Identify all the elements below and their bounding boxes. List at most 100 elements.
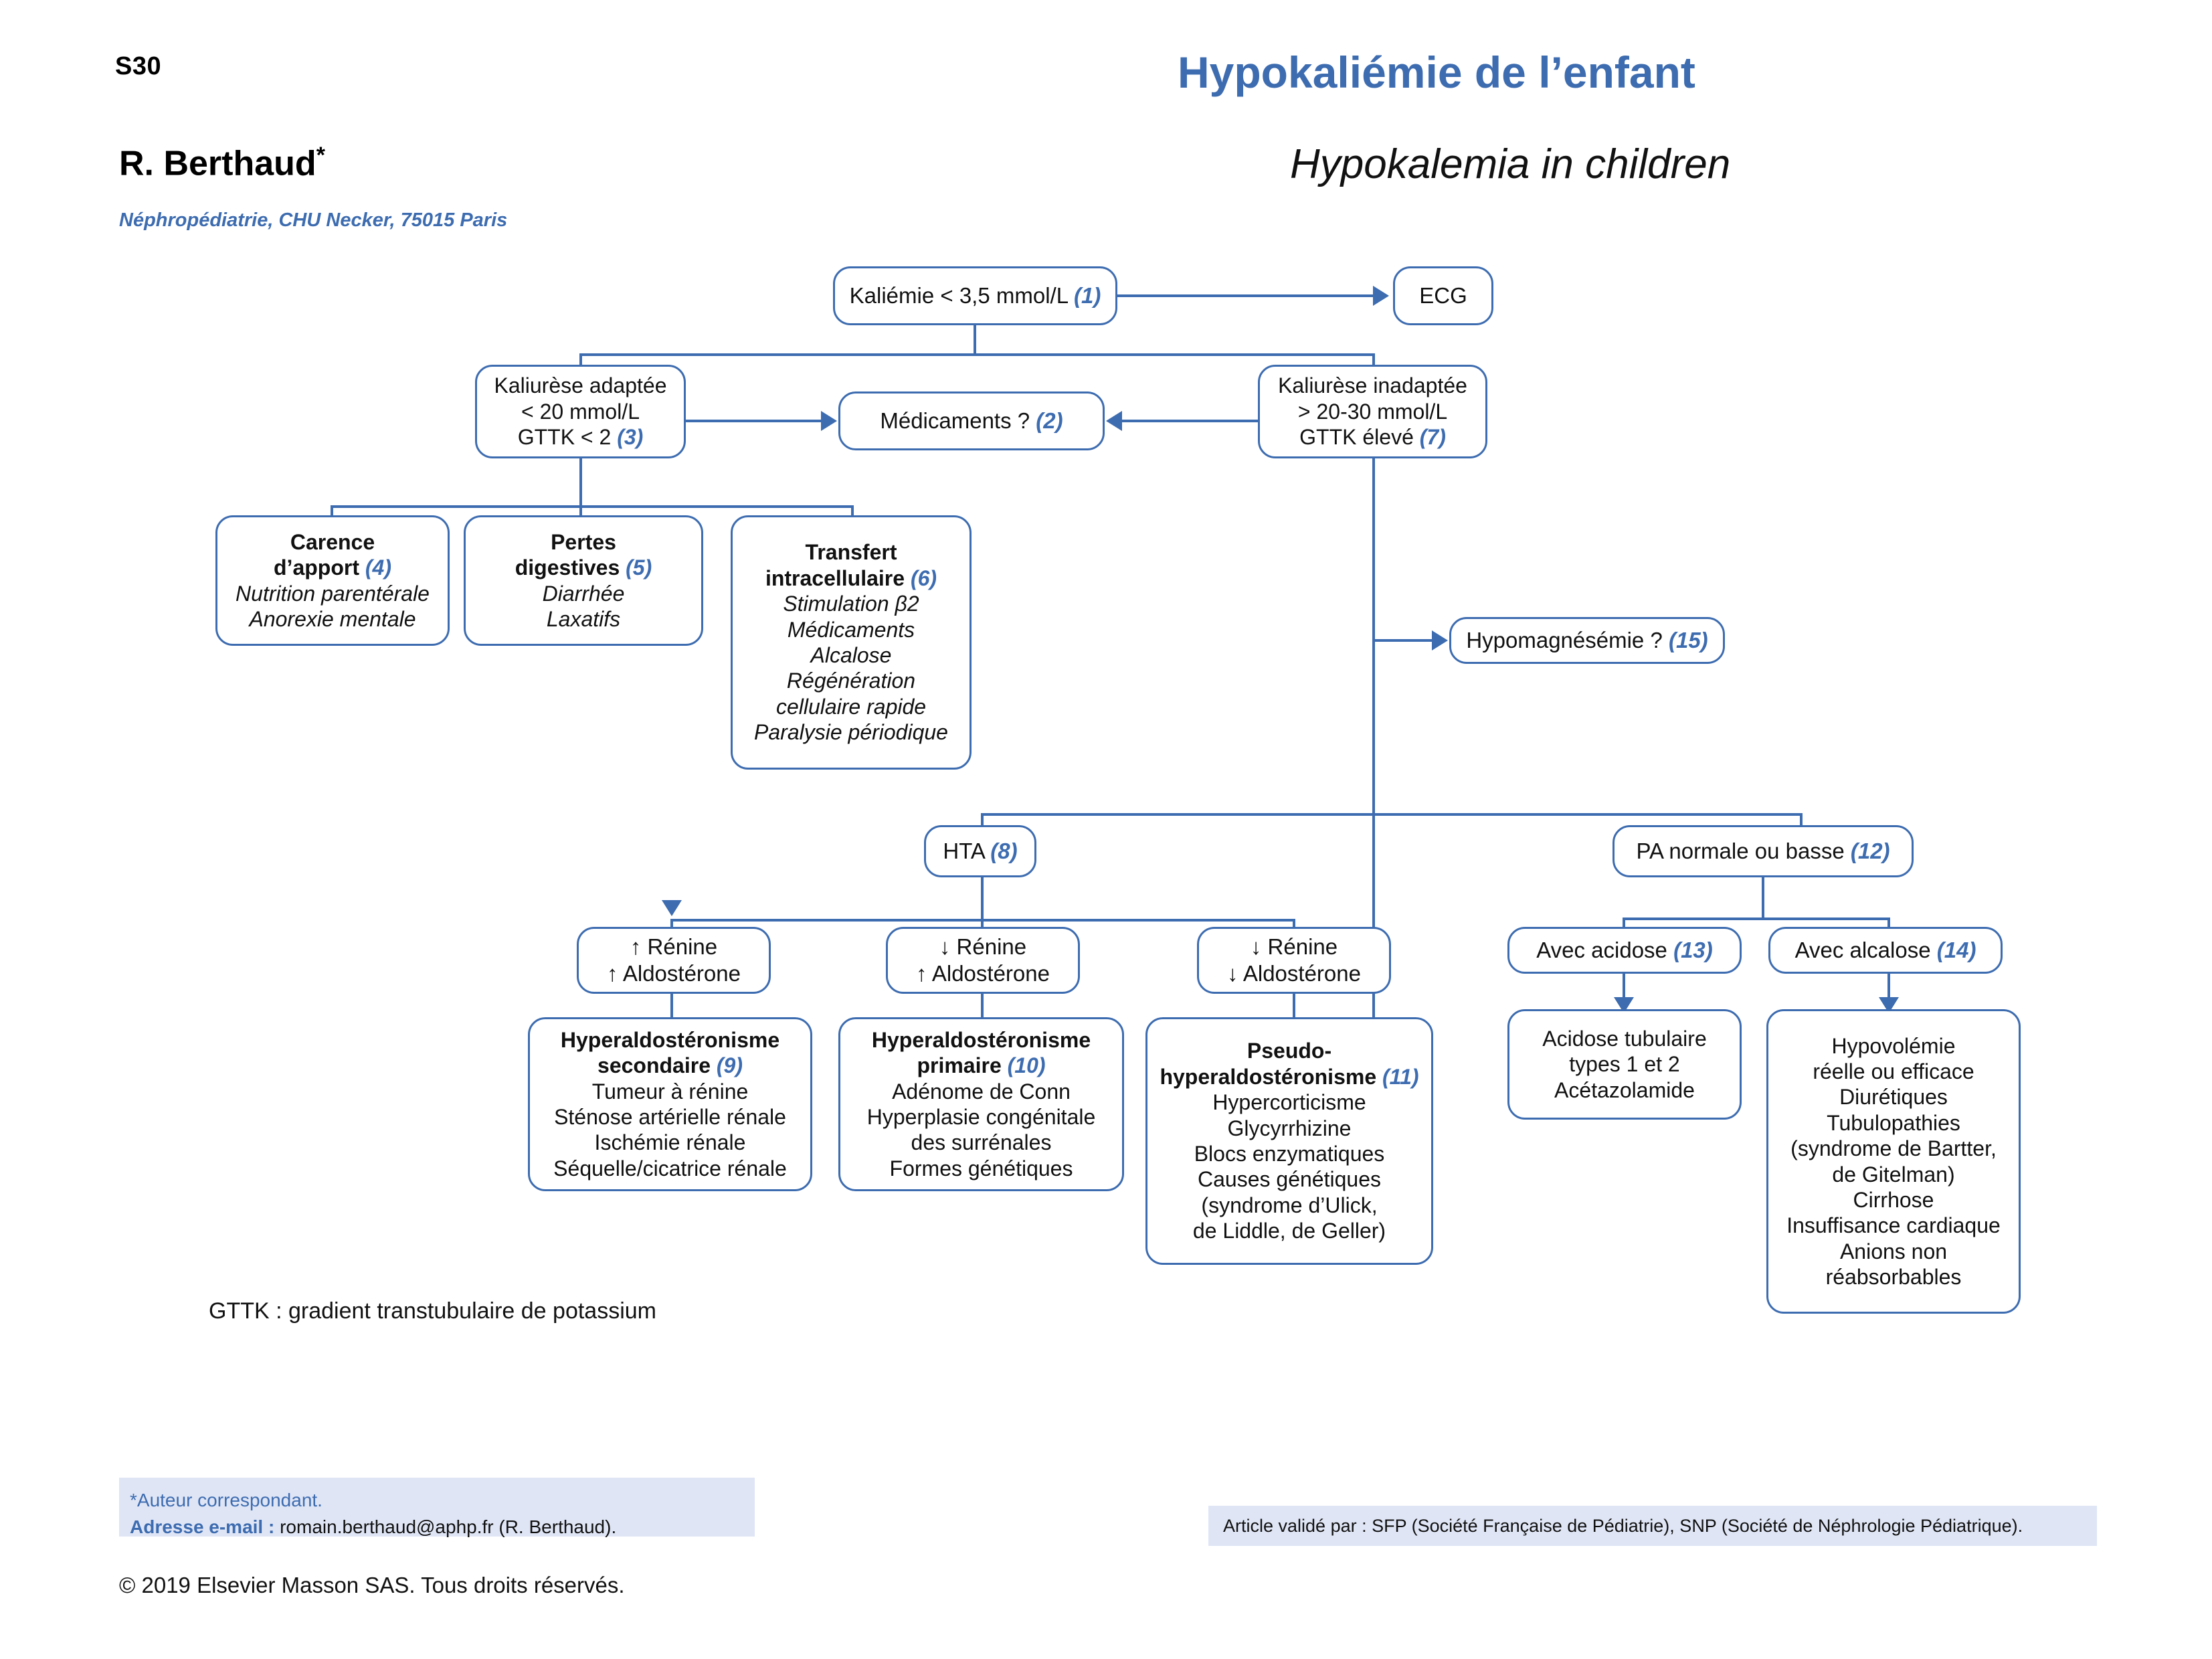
kaliurese-adaptee-line1: Kaliurèse adaptée [494, 373, 667, 398]
corresponding-author-box: *Auteur correspondant. Adresse e-mail : … [119, 1478, 755, 1537]
kaliurese-inadaptee-line1: Kaliurèse inadaptée [1278, 373, 1467, 398]
node-acidose-details[interactable]: Acidose tubulaire types 1 et 2 Acétazola… [1507, 1009, 1742, 1120]
author-name: R. Berthaud* [119, 143, 325, 183]
alcalose-item-9: réabsorbables [1825, 1265, 1962, 1290]
ref-13: (13) [1673, 938, 1713, 963]
page-number: S30 [115, 52, 162, 80]
node-kaliurese-inadaptee[interactable]: Kaliurèse inadaptée > 20-30 mmol/L GTTK … [1258, 365, 1487, 458]
email-value[interactable]: romain.berthaud@aphp.fr (R. Berthaud). [280, 1516, 617, 1537]
node-medicaments[interactable]: Médicaments ? (2) [838, 391, 1105, 450]
renine-b2-line2: ↑ Aldostérone [916, 961, 1050, 986]
acidose-item-1: types 1 et 2 [1569, 1052, 1680, 1077]
arrowhead-to-ecg [1373, 286, 1389, 306]
node-renine-up-aldo-up[interactable]: ↑ Rénine ↑ Aldostérone [577, 927, 771, 994]
connector-kaliemie-ecg [1117, 294, 1373, 297]
node-avec-acidose-text: Avec acidose (13) [1536, 938, 1713, 963]
hyperaldo-sec-item-2: Ischémie rénale [594, 1130, 746, 1155]
transfert-item-0: Stimulation β2 [783, 592, 919, 616]
ref-2: (2) [1036, 408, 1063, 434]
carence-title2: d’apport (4) [274, 555, 391, 580]
validation-text: Article validé par : SFP (Société França… [1223, 1515, 2023, 1536]
ref-8: (8) [990, 839, 1018, 864]
validation-box: Article validé par : SFP (Société França… [1208, 1506, 2097, 1546]
email-line: Adresse e-mail : romain.berthaud@aphp.fr… [130, 1514, 744, 1541]
node-kaliurese-adaptee[interactable]: Kaliurèse adaptée < 20 mmol/L GTTK < 2 (… [475, 365, 686, 458]
renine-b2-line1: ↓ Rénine [939, 934, 1027, 960]
connector-kaliemie-down [974, 325, 976, 355]
hyperaldo-sec-item-3: Séquelle/cicatrice rénale [553, 1156, 787, 1181]
author-affiliation: Néphropédiatrie, CHU Necker, 75015 Paris [119, 209, 508, 231]
copyright-text: © 2019 Elsevier Masson SAS. Tous droits … [119, 1573, 625, 1597]
page-title-french: Hypokaliémie de l’enfant [1178, 48, 1695, 97]
node-kaliemie[interactable]: Kaliémie < 3,5 mmol/L (1) [833, 266, 1117, 325]
alcalose-item-4: (syndrome de Bartter, [1790, 1136, 1997, 1161]
node-hta-text: HTA (8) [943, 839, 1018, 864]
node-alcalose-details[interactable]: Hypovolémie réelle ou efficace Diurétiqu… [1766, 1009, 2021, 1314]
connector-pa-down [1762, 877, 1764, 919]
renine-b1-line1: ↑ Rénine [630, 934, 718, 960]
ref-11: (11) [1382, 1064, 1419, 1089]
transfert-item-2: Alcalose [810, 643, 892, 667]
connector-inadaptee-medicaments [1122, 420, 1258, 422]
connector-acidose-to-details [1623, 974, 1625, 1010]
pertes-item-0: Diarrhée [542, 581, 625, 606]
node-renine-down-aldo-up[interactable]: ↓ Rénine ↑ Aldostérone [886, 927, 1080, 994]
connector-alcalose-to-details [1887, 974, 1890, 1010]
carence-item-0: Nutrition parentérale [236, 581, 430, 606]
node-pa-normale-text: PA normale ou basse (12) [1636, 839, 1890, 864]
pertes-title1: Pertes [551, 529, 616, 554]
alcalose-item-1: réelle ou efficace [1813, 1059, 1974, 1083]
arrowhead-medicaments-left [821, 411, 837, 431]
node-ecg-text: ECG [1419, 283, 1467, 309]
renine-b1-line2: ↑ Aldostérone [607, 961, 741, 986]
pseudo-item-2: Blocs enzymatiques [1194, 1142, 1385, 1166]
arrowhead-medicaments-right [1106, 411, 1122, 431]
ref-12: (12) [1850, 839, 1890, 864]
pertes-item-1: Laxatifs [546, 606, 621, 631]
hyperaldo-prim-item-2: des surrénales [911, 1130, 1052, 1155]
node-pertes-digestives[interactable]: Pertes digestives (5) Diarrhée Laxatifs [464, 515, 703, 646]
ref-10: (10) [1007, 1053, 1046, 1078]
node-renine-down-aldo-down[interactable]: ↓ Rénine ↓ Aldostérone [1197, 927, 1391, 994]
alcalose-item-5: de Gitelman) [1832, 1162, 1955, 1187]
node-pseudo-hyperaldo[interactable]: Pseudo- hyperaldostéronisme (11) Hyperco… [1145, 1017, 1433, 1265]
diagram-legend: GTTK : gradient transtubulaire de potass… [209, 1298, 656, 1324]
transfert-item-4: cellulaire rapide [775, 694, 927, 719]
node-hta[interactable]: HTA (8) [924, 825, 1036, 877]
connector-b1-to-dx [670, 994, 673, 1019]
node-hypomagnesemie-text: Hypomagnésémie ? (15) [1466, 628, 1708, 653]
alcalose-item-2: Diurétiques [1839, 1085, 1948, 1110]
node-avec-alcalose[interactable]: Avec alcalose (14) [1768, 927, 2003, 974]
kaliurese-adaptee-line3: GTTK < 2 (3) [517, 425, 644, 450]
transfert-item-3: Régénération [786, 669, 916, 693]
connector-pa-split [1623, 918, 1890, 920]
pseudo-item-4: (syndrome d’Ulick, [1201, 1193, 1378, 1217]
ref-15: (15) [1668, 628, 1708, 653]
node-transfert-intracellulaire[interactable]: Transfert intracellulaire (6) Stimulatio… [731, 515, 972, 770]
node-ecg[interactable]: ECG [1393, 266, 1493, 325]
ref-9: (9) [716, 1053, 743, 1078]
ref-3: (3) [617, 425, 644, 450]
connector-adaptee-medicaments [686, 420, 821, 422]
node-hyperaldo-secondaire[interactable]: Hyperaldostéronisme secondaire (9) Tumeu… [528, 1017, 812, 1191]
connector-b2-to-dx [981, 994, 984, 1019]
hyperaldo-sec-item-0: Tumeur à rénine [591, 1079, 749, 1104]
corresponding-author-note: *Auteur correspondant. [130, 1490, 322, 1510]
pseudo-item-1: Glycyrrhizine [1227, 1116, 1352, 1140]
ref-7: (7) [1419, 425, 1446, 450]
pertes-title2: digestives (5) [515, 555, 652, 580]
connector-split-row2 [579, 353, 1375, 356]
node-avec-acidose[interactable]: Avec acidose (13) [1507, 927, 1742, 974]
node-pa-normale[interactable]: PA normale ou basse (12) [1612, 825, 1914, 877]
author-footnote-mark: * [316, 143, 325, 168]
node-hyperaldo-primaire[interactable]: Hyperaldostéronisme primaire (10) Adénom… [838, 1017, 1124, 1191]
ref-4: (4) [365, 555, 391, 580]
arrowhead-hypomagnesemie [1432, 630, 1448, 650]
renine-b3-line1: ↓ Rénine [1250, 934, 1338, 960]
node-carence-apport[interactable]: Carence d’apport (4) Nutrition parentéra… [215, 515, 450, 646]
acidose-item-0: Acidose tubulaire [1542, 1026, 1707, 1051]
connector-split-hta-pa [981, 813, 1801, 816]
connector-b3-to-dx [1293, 994, 1295, 1019]
node-hypomagnesemie[interactable]: Hypomagnésémie ? (15) [1449, 617, 1725, 664]
acidose-item-2: Acétazolamide [1554, 1077, 1695, 1102]
